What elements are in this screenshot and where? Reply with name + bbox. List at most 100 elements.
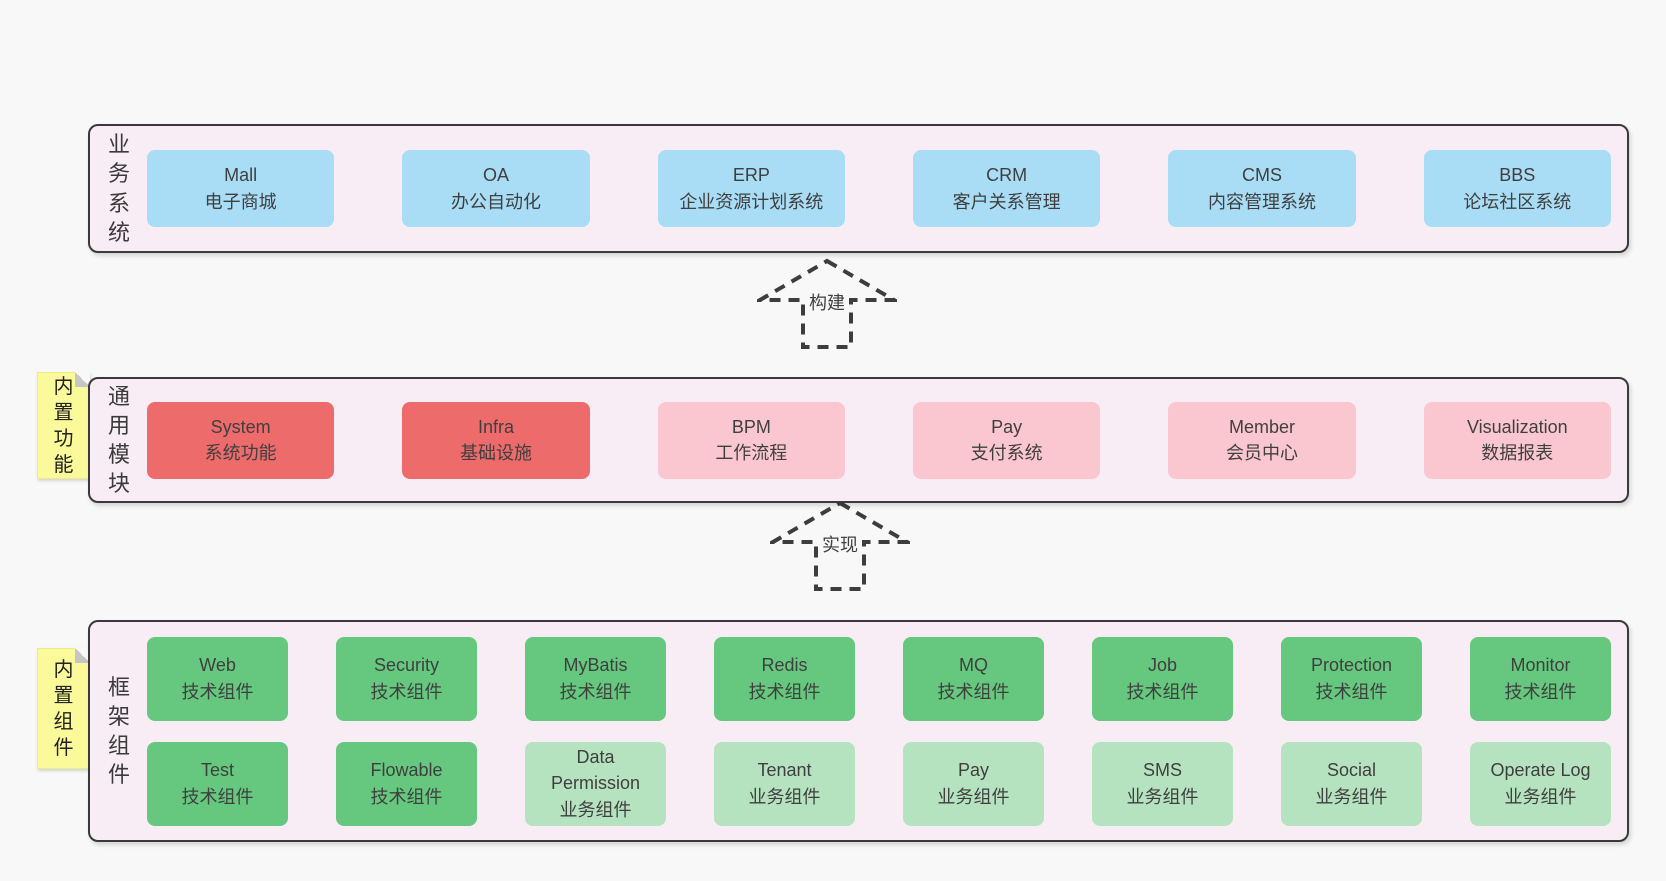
box-desc: 技术组件 [370, 681, 443, 702]
box-desc: 论坛社区系统 [1463, 191, 1572, 212]
section-label-modules: 通用模块 [107, 383, 130, 497]
box-name: BBS [1499, 165, 1536, 186]
box-desc: 业务组件 [1315, 786, 1388, 807]
box-desc: 技术组件 [559, 681, 632, 702]
box-name: CMS [1241, 165, 1282, 186]
box-name: Monitor [1510, 655, 1571, 676]
box-bbs: BBS 论坛社区系统 [1423, 150, 1611, 227]
box-mybatis: MyBatis 技术组件 [525, 636, 666, 721]
box-desc: 业务组件 [1504, 786, 1577, 807]
box-name: MyBatis [563, 655, 628, 676]
box-name: Job [1147, 655, 1178, 676]
box-sms: SMS 业务组件 [1092, 741, 1233, 826]
box-test: Test 技术组件 [147, 741, 288, 826]
sticky-tag-builtin-features: 内置功能 [37, 372, 90, 479]
box-visualization: Visualization 数据报表 [1423, 401, 1611, 479]
box-name: BPM [731, 416, 771, 437]
box-desc: 技术组件 [1315, 681, 1388, 702]
box-infra: Infra 基础设施 [402, 401, 590, 479]
box-desc: 业务组件 [748, 786, 821, 807]
box-system: System 系统功能 [147, 401, 335, 479]
sticky-tag-label: 内置功能 [53, 375, 74, 476]
box-name: Flowable [370, 760, 443, 781]
box-crm: CRM 客户关系管理 [912, 150, 1101, 227]
box-name: Web [199, 655, 236, 676]
box-name: Test [200, 760, 234, 781]
box-pay: Pay 支付系统 [912, 401, 1101, 479]
box-name: Data Permission [550, 747, 641, 794]
box-name: Visualization [1466, 416, 1568, 437]
section-label-framework: 框架组件 [107, 674, 130, 788]
box-bpm: BPM 工作流程 [657, 401, 845, 479]
box-name: Social [1326, 760, 1377, 781]
box-desc: 技术组件 [1504, 681, 1577, 702]
sticky-tag-label: 内置组件 [53, 658, 74, 759]
box-desc: 办公自动化 [450, 191, 541, 212]
box-desc: 技术组件 [181, 681, 254, 702]
box-desc: 技术组件 [181, 786, 254, 807]
box-name: Protection [1310, 655, 1393, 676]
framework-row-2: Test 技术组件 Flowable 技术组件 Data Permission … [147, 741, 1611, 826]
box-member: Member 会员中心 [1168, 401, 1356, 479]
build-arrow: 构建 [757, 258, 897, 350]
box-name: Tenant [757, 760, 812, 781]
box-desc: 内容管理系统 [1207, 191, 1316, 212]
box-job: Job 技术组件 [1092, 636, 1233, 721]
box-desc: 系统功能 [204, 443, 277, 463]
box-name: SMS [1142, 760, 1182, 781]
box-name: Member [1228, 416, 1295, 437]
folded-corner-icon [75, 648, 90, 663]
box-desc: 技术组件 [1126, 681, 1199, 702]
box-cms: CMS 内容管理系统 [1168, 150, 1356, 227]
box-desc: 企业资源计划系统 [679, 191, 824, 212]
box-name: Infra [477, 416, 514, 437]
box-web: Web 技术组件 [147, 636, 288, 721]
box-name: Security [373, 655, 440, 676]
box-erp: ERP 企业资源计划系统 [657, 150, 845, 227]
box-flowable: Flowable 技术组件 [336, 741, 477, 826]
framework-row-1: Web 技术组件 Security 技术组件 MyBatis 技术组件 Redi… [147, 636, 1611, 721]
box-name: Pay [991, 416, 1023, 437]
box-oa: OA 办公自动化 [402, 150, 590, 227]
implement-arrow-label: 实现 [818, 531, 862, 557]
box-social: Social 业务组件 [1281, 741, 1422, 826]
box-name: ERP [732, 165, 770, 186]
framework-box-rows: Web 技术组件 Security 技术组件 MyBatis 技术组件 Redi… [147, 636, 1611, 826]
box-monitor: Monitor 技术组件 [1470, 636, 1611, 721]
box-desc: 支付系统 [970, 443, 1043, 463]
box-tenant: Tenant 业务组件 [714, 741, 855, 826]
box-name: Pay [957, 760, 990, 781]
box-name: MQ [959, 655, 988, 676]
dashed-up-arrow-icon [757, 258, 897, 349]
box-name: OA [482, 165, 509, 186]
box-name: CRM [986, 165, 1028, 186]
box-security: Security 技术组件 [336, 636, 477, 721]
box-desc: 业务组件 [937, 786, 1010, 807]
box-mq: MQ 技术组件 [903, 636, 1044, 721]
box-protection: Protection 技术组件 [1281, 636, 1422, 721]
section-common-modules: 通用模块 System 系统功能 Infra 基础设施 BPM 工作流程 Pay… [88, 377, 1629, 503]
box-desc: 业务组件 [1126, 786, 1199, 807]
box-name: Operate Log [1490, 760, 1591, 781]
box-mall: Mall 电子商城 [147, 150, 335, 227]
box-desc: 数据报表 [1481, 443, 1554, 463]
section-business-systems: 业务系统 Mall 电子商城 OA 办公自动化 ERP 企业资源计划系统 CRM… [88, 124, 1629, 253]
modules-box-row: System 系统功能 Infra 基础设施 BPM 工作流程 Pay 支付系统… [147, 401, 1611, 479]
box-desc: 会员中心 [1225, 443, 1298, 463]
sticky-tag-builtin-components: 内置组件 [37, 648, 90, 769]
box-desc: 电子商城 [204, 191, 277, 212]
dashed-up-arrow-icon [770, 500, 910, 591]
box-name: System [210, 416, 271, 437]
box-redis: Redis 技术组件 [714, 636, 855, 721]
folded-corner-icon [75, 372, 90, 387]
box-desc: 技术组件 [370, 786, 443, 807]
implement-arrow: 实现 [770, 500, 910, 592]
box-name: Redis [761, 655, 808, 676]
box-name: Mall [224, 165, 258, 186]
section-framework-components: 框架组件 Web 技术组件 Security 技术组件 MyBatis 技术组件… [88, 620, 1629, 842]
box-desc: 业务组件 [559, 799, 632, 820]
box-pay-biz: Pay 业务组件 [903, 741, 1044, 826]
section-label-business: 业务系统 [107, 132, 130, 245]
box-desc: 客户关系管理 [952, 191, 1061, 212]
